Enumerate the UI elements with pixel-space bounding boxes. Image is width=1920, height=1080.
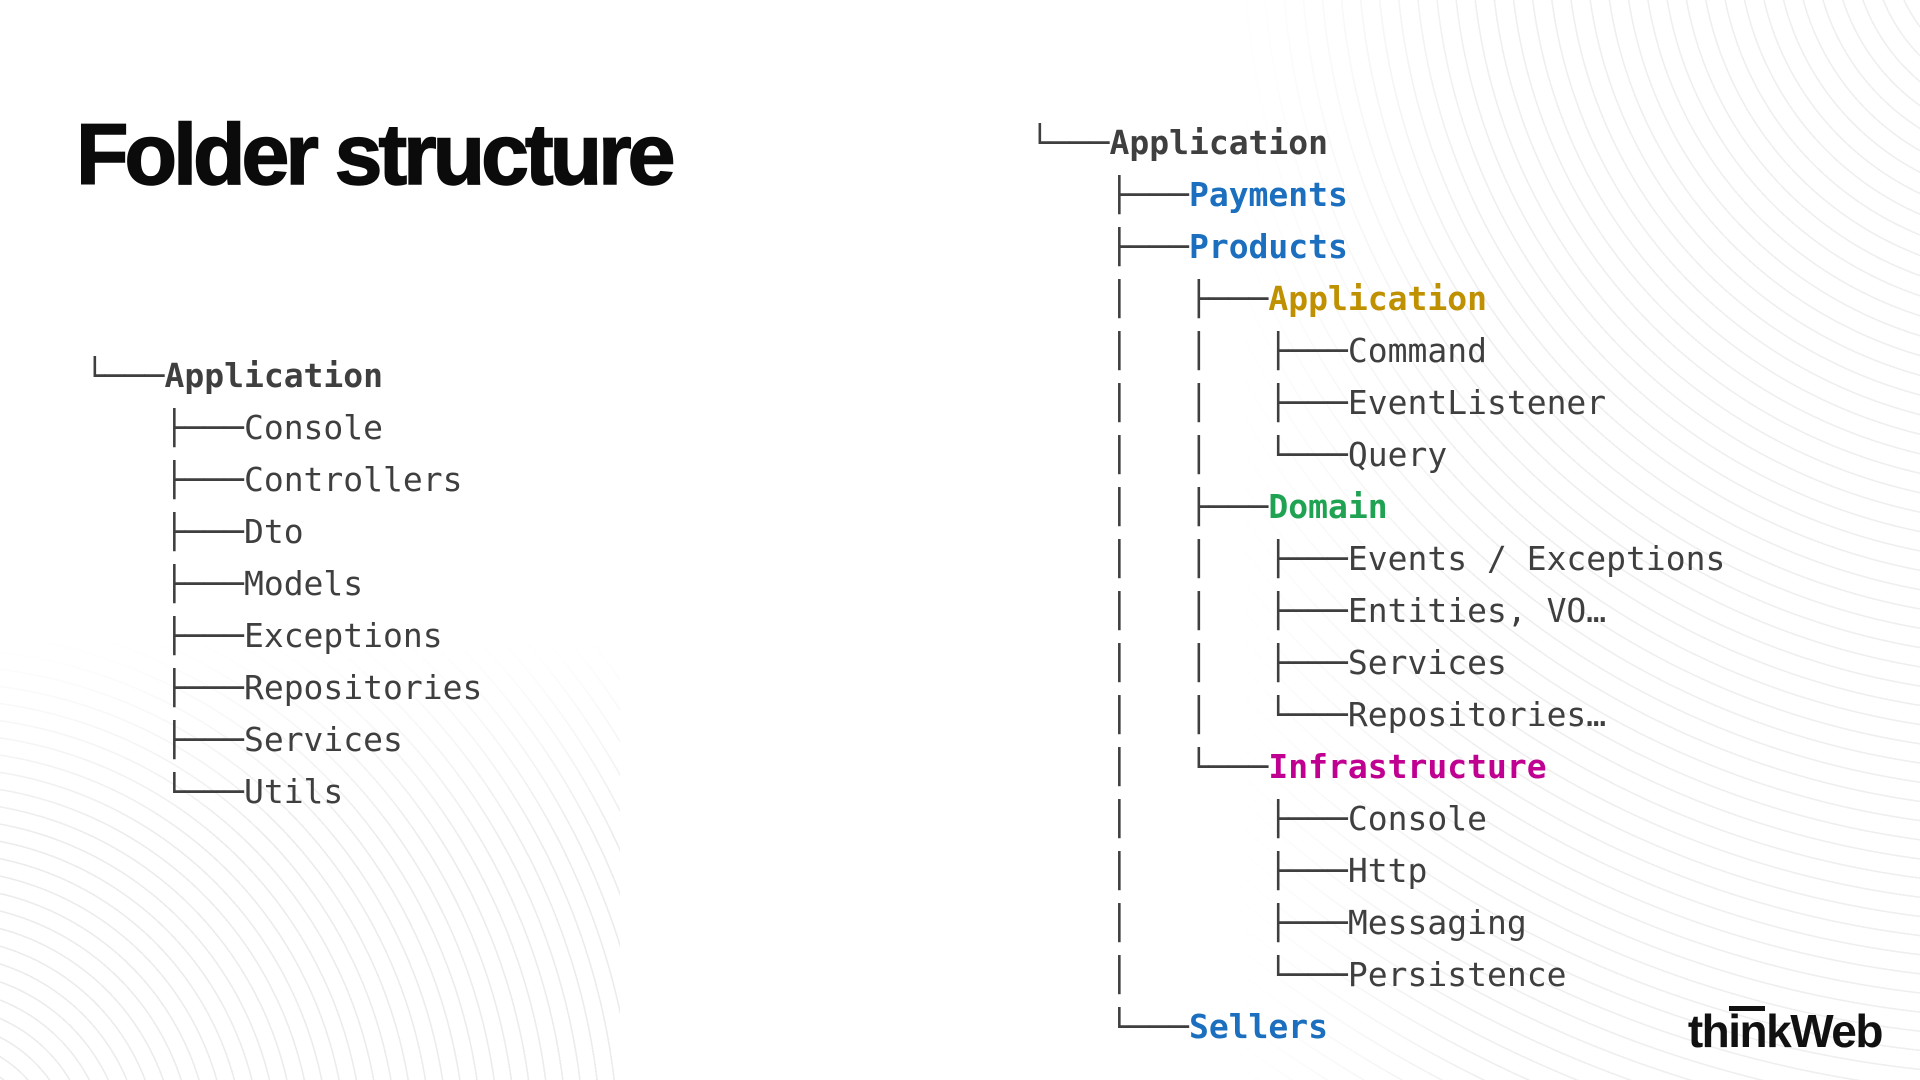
folder-name: Console (243, 408, 384, 447)
folder-name: Services (1347, 643, 1507, 682)
tree-row: ├───Controllers (85, 454, 482, 506)
tree-branch-glyphs: ├─── (85, 408, 244, 447)
folder-name: Domain (1268, 487, 1388, 526)
folder-name: Messaging (1347, 903, 1527, 942)
tree-branch-glyphs: │ │ ├─── (1030, 539, 1348, 578)
tree-row: ├───Models (85, 558, 482, 610)
tree-branch-glyphs: │ ├─── (1030, 279, 1269, 318)
tree-branch-glyphs: │ │ └─── (1030, 435, 1348, 474)
tree-row: │ │ └───Repositories… (1030, 689, 1725, 741)
tree-row: │ │ ├───Entities, VO… (1030, 585, 1725, 637)
folder-name: Models (243, 564, 364, 603)
tree-branch-glyphs: │ │ ├─── (1030, 643, 1348, 682)
folder-name: Repositories… (1347, 695, 1607, 734)
tree-branch-glyphs: │ │ ├─── (1030, 331, 1348, 370)
folder-tree-left: └───Application ├───Console ├───Controll… (85, 350, 482, 818)
tree-branch-glyphs: ├─── (1030, 175, 1189, 214)
thinkweb-logo: thinkWeb (1687, 1004, 1884, 1058)
tree-row: │ ├───Messaging (1030, 897, 1725, 949)
tree-row: ├───Console (85, 402, 482, 454)
tree-branch-glyphs: ├─── (85, 460, 244, 499)
folder-name: Services (243, 720, 403, 759)
folder-name: Sellers (1188, 1007, 1329, 1046)
tree-row: │ ├───Console (1030, 793, 1725, 845)
folder-name: Dto (243, 512, 304, 551)
tree-branch-glyphs: └─── (85, 356, 165, 395)
folder-name: Console (1347, 799, 1487, 838)
folder-name: Application (1268, 279, 1487, 318)
folder-name: Controllers (243, 460, 463, 499)
logo-text-part: in (1728, 1005, 1767, 1057)
tree-branch-glyphs: └─── (85, 772, 244, 811)
tree-row: ├───Payments (1030, 169, 1725, 221)
tree-row: └───Application (1030, 117, 1725, 169)
tree-row: │ │ ├───EventListener (1030, 377, 1725, 429)
tree-branch-glyphs: │ │ └─── (1030, 695, 1348, 734)
tree-row: └───Application (85, 350, 482, 402)
tree-row: │ │ ├───Events / Exceptions (1030, 533, 1725, 585)
folder-name: Command (1347, 331, 1487, 370)
folder-name: Application (164, 356, 384, 395)
folder-name: Payments (1188, 175, 1348, 214)
folder-name: Exceptions (243, 616, 443, 655)
tree-row: │ └───Infrastructure (1030, 741, 1725, 793)
tree-branch-glyphs: ├─── (85, 564, 244, 603)
folder-name: Utils (243, 772, 344, 811)
tree-row: │ │ ├───Command (1030, 325, 1725, 377)
folder-name: Application (1109, 123, 1329, 162)
tree-row: ├───Repositories (85, 662, 482, 714)
tree-branch-glyphs: │ └─── (1030, 747, 1269, 786)
tree-branch-glyphs: ├─── (85, 616, 244, 655)
tree-row: │ │ └───Query (1030, 429, 1725, 481)
tree-branch-glyphs: │ │ ├─── (1030, 383, 1348, 422)
folder-name: Persistence (1347, 955, 1567, 994)
folder-name: Http (1347, 851, 1428, 890)
tree-branch-glyphs: │ │ ├─── (1030, 591, 1348, 630)
tree-row: └───Sellers (1030, 1001, 1725, 1053)
tree-branch-glyphs: ├─── (85, 720, 244, 759)
folder-name: Infrastructure (1268, 747, 1547, 786)
tree-row: ├───Products (1030, 221, 1725, 273)
tree-branch-glyphs: ├─── (1030, 227, 1189, 266)
tree-branch-glyphs: │ ├─── (1030, 851, 1348, 890)
folder-name: Entities, VO… (1347, 591, 1607, 630)
folder-name: Events / Exceptions (1347, 539, 1726, 578)
page-title: Folder structure (75, 106, 676, 204)
folder-name: Repositories (243, 668, 483, 707)
tree-row: │ │ ├───Services (1030, 637, 1725, 689)
tree-row: └───Utils (85, 766, 482, 818)
folder-name: Products (1188, 227, 1348, 266)
tree-branch-glyphs: │ └─── (1030, 955, 1348, 994)
folder-name: Query (1347, 435, 1448, 474)
tree-branch-glyphs: └─── (1030, 123, 1110, 162)
logo-text-part: kWeb (1766, 1005, 1883, 1057)
logo-text-part: th (1687, 1005, 1730, 1057)
tree-row: │ ├───Application (1030, 273, 1725, 325)
tree-branch-glyphs: └─── (1030, 1007, 1189, 1046)
tree-branch-glyphs: ├─── (85, 668, 244, 707)
tree-row: ├───Services (85, 714, 482, 766)
folder-name: EventListener (1347, 383, 1607, 422)
tree-row: │ ├───Http (1030, 845, 1725, 897)
tree-row: ├───Dto (85, 506, 482, 558)
tree-branch-glyphs: │ ├─── (1030, 903, 1348, 942)
tree-branch-glyphs: │ ├─── (1030, 799, 1348, 838)
tree-row: ├───Exceptions (85, 610, 482, 662)
folder-tree-right: └───Application ├───Payments ├───Product… (1030, 117, 1725, 1053)
tree-row: │ └───Persistence (1030, 949, 1725, 1001)
tree-row: │ ├───Domain (1030, 481, 1725, 533)
tree-branch-glyphs: │ ├─── (1030, 487, 1269, 526)
tree-branch-glyphs: ├─── (85, 512, 244, 551)
